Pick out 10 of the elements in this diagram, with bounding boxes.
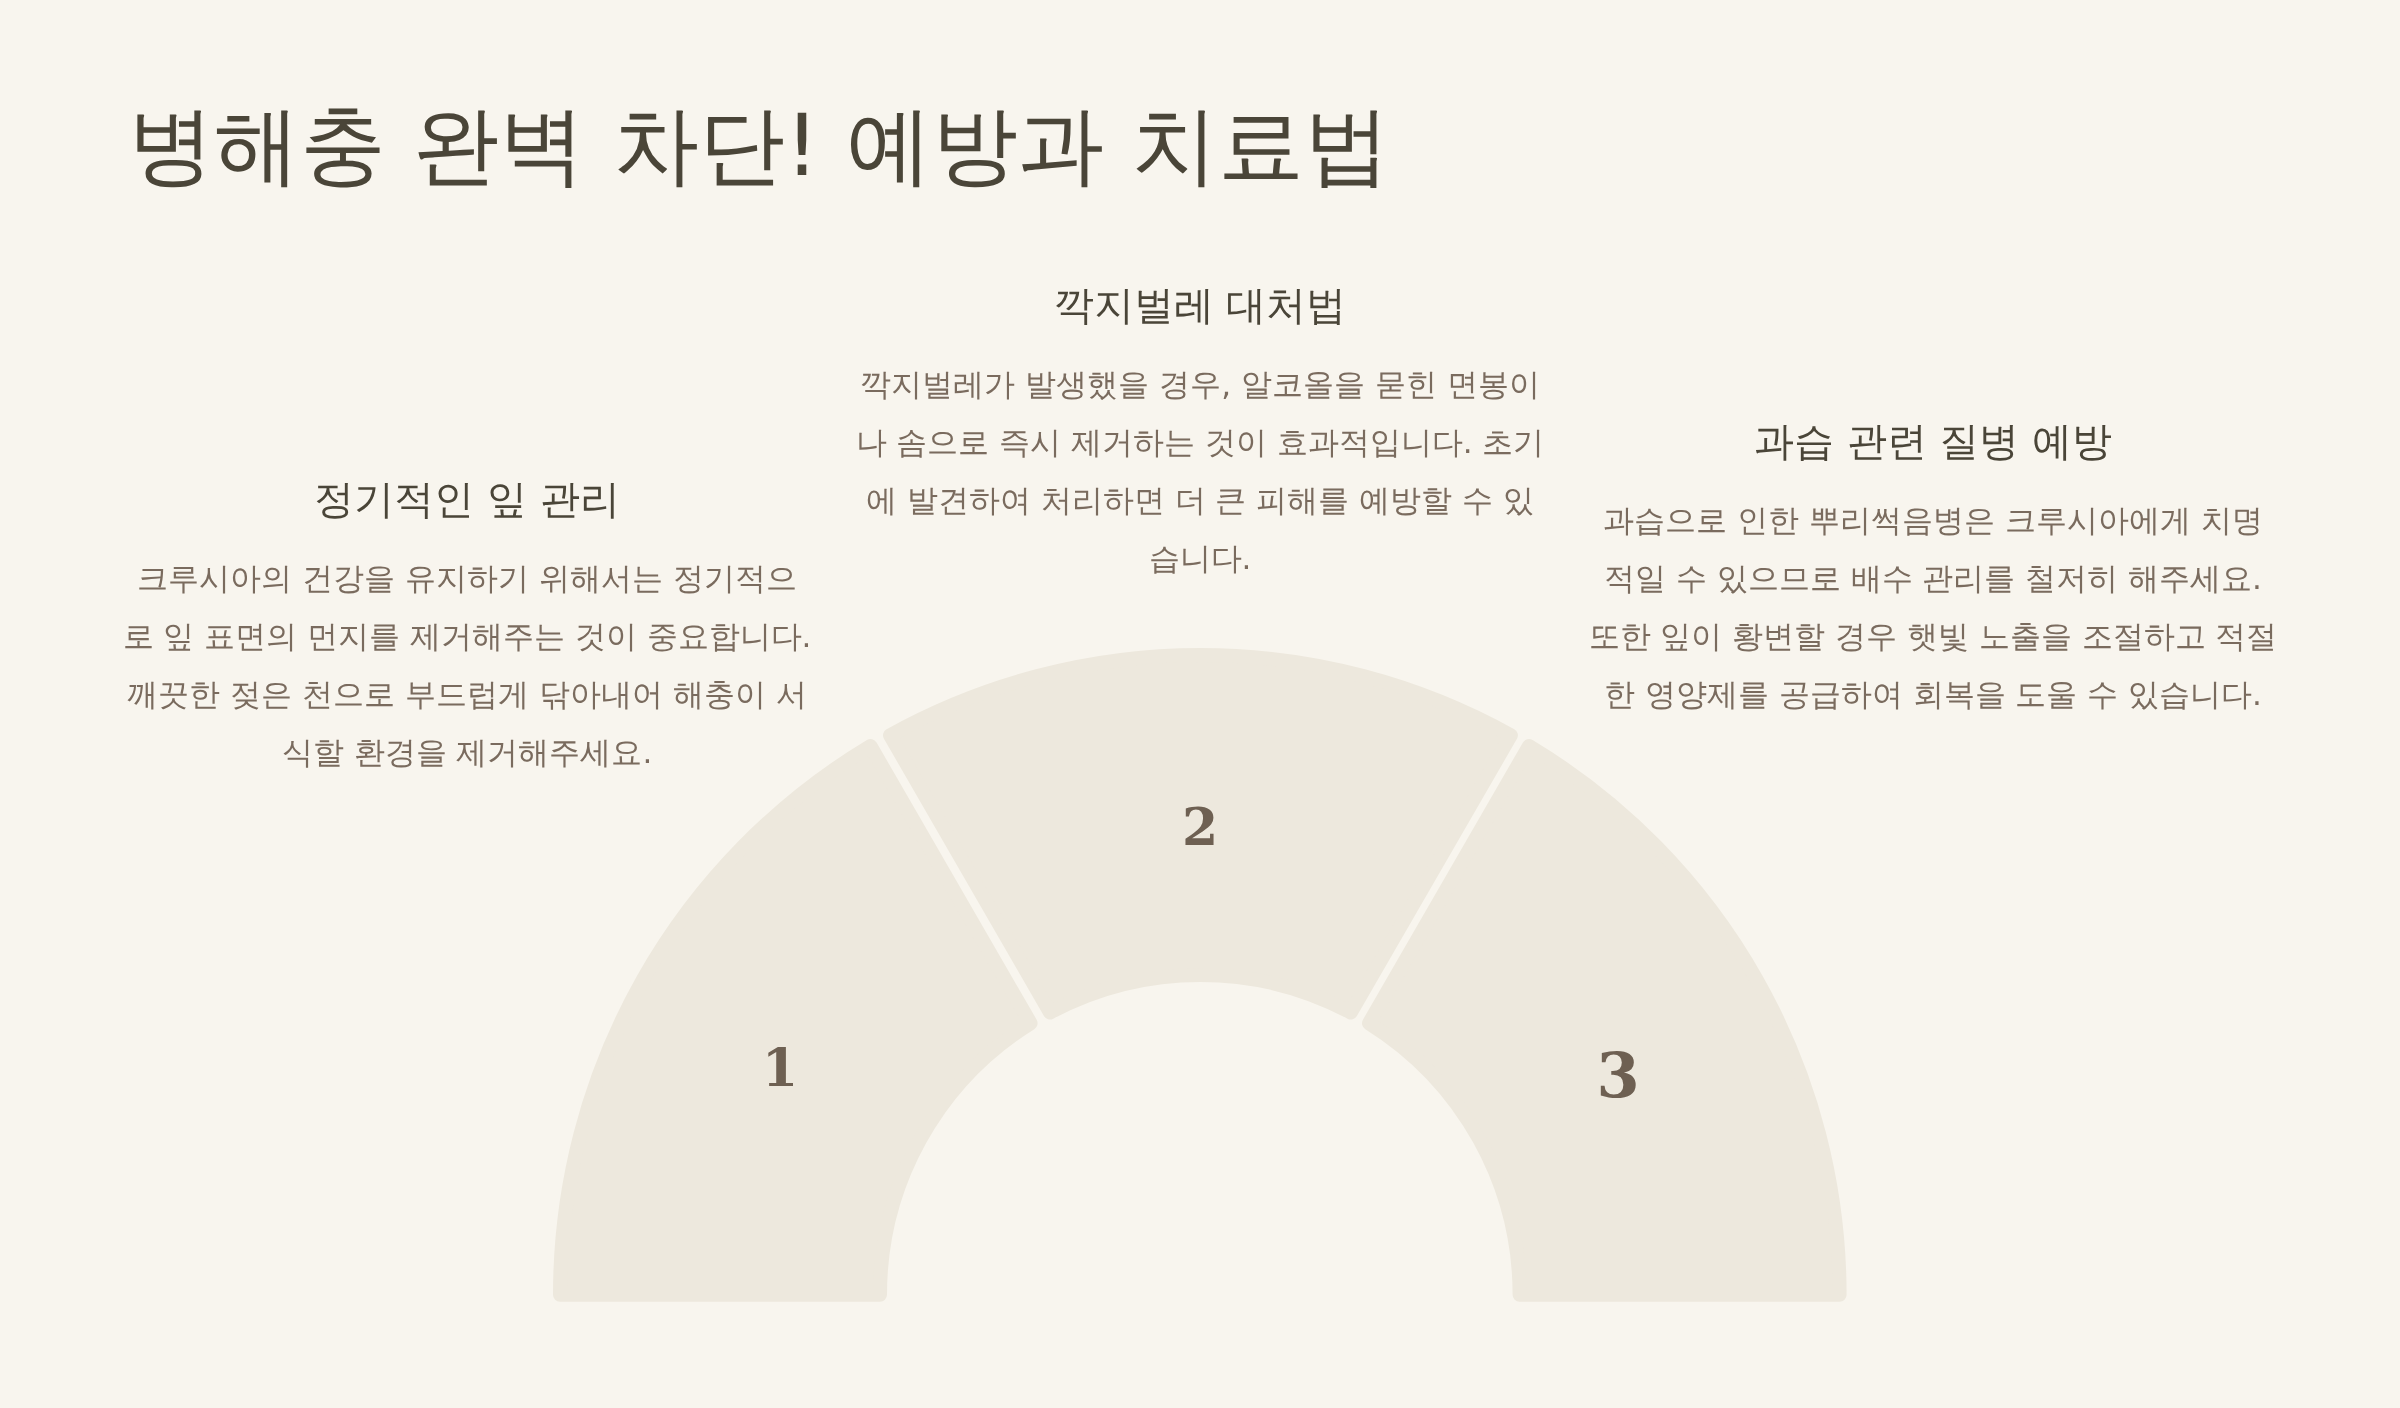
section-heading: 깍지벌레 대처법 xyxy=(1052,281,1348,330)
section-description: 과습으로 인한 뿌리썩음병은 크루시아에게 치명적일 수 있으므로 배수 관리를 철저히 해주세요. 또한 잎이 황변할 경우 햇빛 노출을 조절하고 적절한 영양제를 공급하여 회복을 도울 수 있습니다. xyxy=(1588,501,2278,714)
section-description: 깍지벌레가 발생했을 경우, 알코올을 묻힌 면봉이나 솜으로 즉시 제거하는 것이 효과적입니다. 초기에 발견하여 처리하면 더 큰 피해를 예방할 수 있습니다. xyxy=(855,365,1545,578)
section-heading: 정기적인 잎 관리 xyxy=(313,475,621,524)
section-description: 크루시아의 건강을 유지하기 위해서는 정기적으로 잎 표면의 먼지를 제거해주는 것이 중요합니다. 깨끗한 젖은 천으로 부드럽게 닦아내어 해충이 서식할 환경을 제거해주세요. xyxy=(122,559,812,772)
step-number: 3 xyxy=(1596,1038,1640,1112)
step-number: 1 xyxy=(761,1036,799,1098)
section-heading: 과습 관련 질병 예방 xyxy=(1752,417,2114,466)
step-number: 2 xyxy=(1181,795,1219,857)
title: 병해충 완벽 차단! 예방과 치료법 xyxy=(128,94,1390,197)
